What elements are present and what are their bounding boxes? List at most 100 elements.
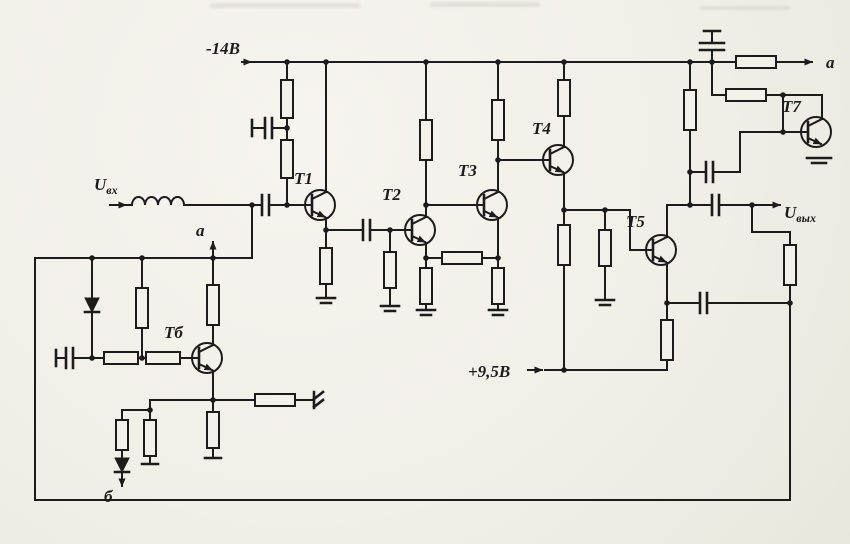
ground-symbol	[594, 298, 616, 307]
diode-triangle	[114, 457, 130, 474]
resistor	[280, 139, 294, 179]
transistor-body	[800, 116, 832, 148]
diode-triangle	[84, 297, 100, 314]
transistor-emitter	[806, 136, 823, 146]
ground-symbol	[487, 308, 509, 317]
transistor-emitter	[548, 164, 565, 174]
junction-dot	[561, 59, 567, 65]
resistor	[319, 247, 333, 285]
transistor-t3	[476, 189, 508, 221]
junction-dot	[423, 59, 429, 65]
label-input-voltage: Uвх	[94, 175, 118, 197]
resistor	[598, 229, 612, 267]
junction-dot	[249, 202, 255, 208]
transistor-t7	[800, 116, 832, 148]
resistor	[280, 79, 294, 119]
junction-dot	[387, 227, 393, 233]
junction-dot	[495, 157, 501, 163]
label-output-voltage: Uвых	[784, 203, 816, 225]
capacitor-input-coupling	[260, 193, 271, 217]
junction-dot	[139, 255, 145, 261]
diode-agc	[83, 297, 101, 314]
junction-dot	[284, 202, 290, 208]
transistor-collector	[197, 343, 215, 354]
label-t6: Тб	[164, 323, 184, 342]
junction-dot	[210, 397, 216, 403]
junction-dot	[664, 300, 670, 306]
resistor	[103, 351, 139, 365]
junction-dot	[780, 129, 786, 135]
ground-symbol	[415, 308, 437, 317]
resistor	[725, 88, 767, 102]
resistor	[206, 284, 220, 326]
resistor	[145, 351, 181, 365]
labels: -14В а T7 Uвых Uвх T1 T2 T3 T4 T5 Тб а +…	[94, 39, 835, 506]
transistor-body	[542, 144, 574, 176]
transistor-body	[476, 189, 508, 221]
resistor	[683, 89, 697, 131]
transistor-collector	[548, 145, 566, 156]
junction-dot	[423, 255, 429, 261]
transistor-collector	[651, 235, 669, 246]
label-output-u: U	[784, 203, 797, 222]
inductor-coil	[130, 196, 186, 207]
label-input-u: U	[94, 175, 107, 194]
ground-symbol	[805, 156, 833, 165]
scan-artifact	[700, 6, 790, 10]
junction-dots	[89, 59, 793, 413]
junction-dot	[787, 300, 793, 306]
transistor-collector	[410, 215, 428, 226]
scan-artifact	[210, 3, 360, 8]
ground-symbol	[379, 304, 401, 313]
resistor	[206, 411, 220, 449]
junction-dot	[561, 367, 567, 373]
junction-dot	[210, 255, 216, 261]
transistor-t4	[542, 144, 574, 176]
resistor	[383, 251, 397, 289]
capacitor-feedback-top	[704, 160, 715, 184]
junction-dot	[284, 59, 290, 65]
junction-dot	[423, 202, 429, 208]
transistor-collector	[482, 190, 500, 201]
label-t5: T5	[626, 212, 645, 231]
junction-dot	[687, 169, 693, 175]
capacitor-interstage	[361, 218, 372, 242]
junction-dot	[495, 59, 501, 65]
junction-dot	[709, 59, 715, 65]
transistor-collector	[310, 190, 328, 201]
transistor-body	[404, 214, 436, 246]
capacitors	[64, 29, 726, 370]
transistor-t5	[645, 234, 677, 266]
capacitor-output	[710, 193, 721, 217]
resistor	[491, 99, 505, 141]
capacitor-top-right	[698, 29, 726, 52]
junction-dot	[687, 59, 693, 65]
label-t4: T4	[532, 119, 551, 138]
junction-dot	[749, 202, 755, 208]
transistor-emitter	[410, 234, 427, 244]
junction-dot	[495, 255, 501, 261]
transistor-emitter	[482, 209, 499, 219]
resistor	[783, 244, 797, 286]
transistor-t2	[404, 214, 436, 246]
label-t7: T7	[782, 97, 802, 116]
junction-dot	[323, 227, 329, 233]
resistor	[557, 79, 571, 117]
scan-artifact	[430, 2, 540, 7]
ground-symbols	[54, 118, 833, 466]
junction-dot	[687, 202, 693, 208]
transistor-emitter	[310, 209, 327, 219]
label-node-a-mid: а	[196, 221, 205, 240]
resistor	[135, 287, 149, 329]
resistors	[103, 55, 797, 457]
transistor-emitter	[651, 254, 668, 264]
resistor	[735, 55, 777, 69]
resistor	[419, 267, 433, 305]
junction-dot	[147, 407, 153, 413]
ground-symbol	[315, 296, 337, 305]
junction-dot	[602, 207, 608, 213]
label-node-b: б	[104, 487, 114, 506]
capacitor-bias-chain	[263, 116, 274, 140]
